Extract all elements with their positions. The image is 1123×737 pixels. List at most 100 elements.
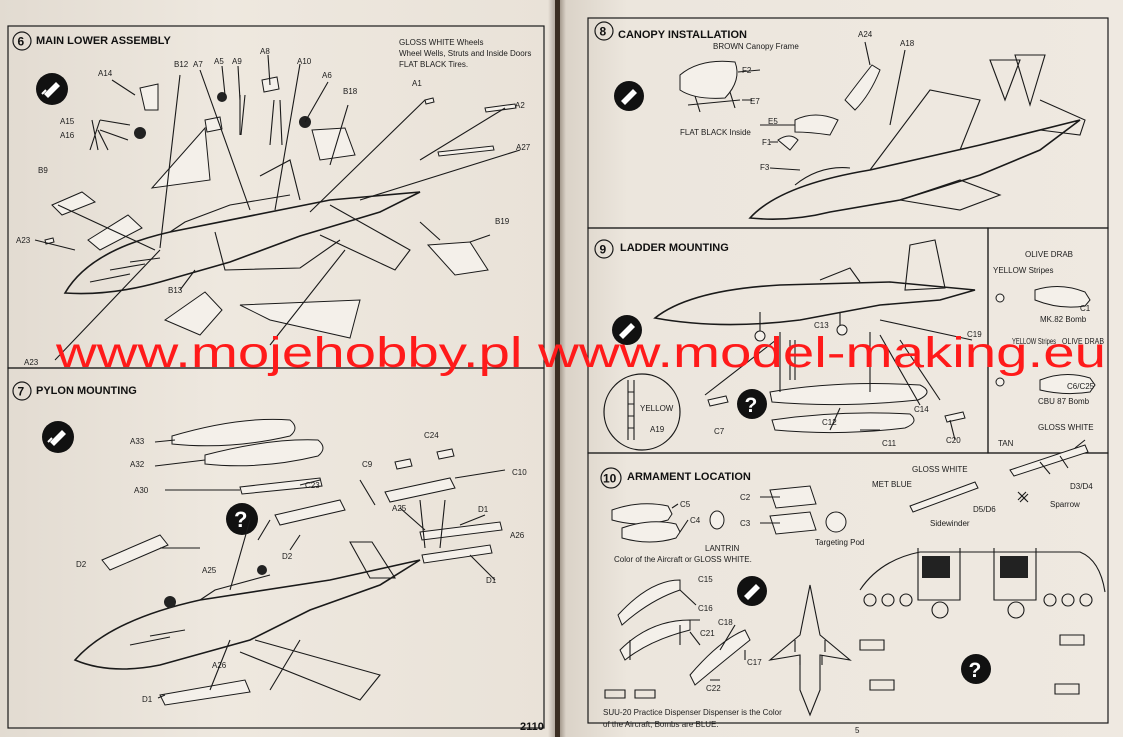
question-icon: ? [737,389,767,419]
note-yellow: YELLOW [640,404,674,413]
note-wheels-3: FLAT BLACK Tires. [399,60,468,69]
part-label: A15 [60,117,75,126]
svg-text:?: ? [234,507,247,532]
glue-icon [36,73,68,105]
part-label: A23 [24,358,39,367]
part-label: A26 [212,661,227,670]
right-page [560,0,1123,737]
note-sidewinder: Sidewinder [930,519,970,528]
glue-icon [612,315,642,345]
part-label: E5 [768,117,778,126]
page-number-right: 5 [855,726,860,735]
step-6-notes: GLOSS WHITE Wheels Wheel Wells, Struts a… [399,38,531,69]
part-label: C24 [424,431,439,440]
note-cbu87: CBU 87 Bomb [1038,397,1090,406]
part-label: C16 [698,604,713,613]
step-6-part-labels: A14 A15 A16 B9 A23 A23 B12 A7 A5 A9 A8 A… [16,47,531,367]
part-label: D2 [76,560,87,569]
label-c6-c25: C6/C25 [1067,382,1095,391]
part-label: C20 [946,436,961,445]
part-label: C14 [914,405,929,414]
part-label: C23 [305,481,320,490]
step-7-title: PYLON MOUNTING [36,385,137,397]
step-8-frame [587,17,1109,229]
step-9-aircraft-drawing [603,239,976,451]
part-label: C10 [512,468,527,477]
part-label: A25 [392,504,407,513]
note-suu20-2: of the Aircraft, Bombs are BLUE. [603,720,719,729]
note-olive-drab-2: OLIVE DRAB [1062,337,1104,346]
note-met-blue: MET BLUE [872,480,912,489]
note-gloss-white-b: GLOSS WHITE [912,465,968,474]
part-label: A7 [193,60,203,69]
step-10-part-labels: C5 C4 C2 C3 C15 C16 C21 C18 C17 C22 [680,493,762,693]
part-label: A32 [130,460,145,469]
note-targeting-pod: Targeting Pod [815,538,864,547]
note-sparrow: Sparrow [1050,500,1080,509]
part-label: D2 [282,552,293,561]
part-label: C13 [814,321,829,330]
question-icon: ? [961,654,991,684]
part-label: A16 [60,131,75,140]
step-8-notes: BROWN Canopy Frame FLAT BLACK Inside [680,42,799,137]
note-olive-drab: OLIVE DRAB [1025,250,1073,259]
step-9-part-labels: C13 C19 C14 C12 C11 C20 C7 A19 [650,321,982,448]
part-label: C5 [680,500,691,509]
part-label: A10 [297,57,312,66]
part-label: C15 [698,575,713,584]
label-d3-d4: D3/D4 [1070,482,1093,491]
part-label: B18 [343,87,358,96]
part-label: E7 [750,97,760,106]
label-c1: C1 [1080,304,1091,313]
part-label: C7 [714,427,725,436]
part-label: C21 [700,629,715,638]
step-10-header: 10 ARMAMENT LOCATION [600,467,751,489]
part-label: A14 [98,69,113,78]
step-7-frame [7,367,545,729]
part-label: B9 [38,166,48,175]
part-label: A9 [232,57,242,66]
step-8-aircraft-drawing [679,41,1086,220]
part-label: A25 [202,566,217,575]
part-label: A5 [214,57,224,66]
step-7-part-labels: A33 A32 A30 A25 D2 D2 C23 C24 C9 C10 A25… [76,431,527,704]
part-label: C12 [822,418,837,427]
note-suu20-1: SUU-20 Practice Dispenser Dispenser is t… [603,708,782,717]
step-7-aircraft-drawing [73,418,506,706]
part-label: C3 [740,519,751,528]
part-label: D1 [486,576,497,585]
note-lantrin-color: Color of the Aircraft or GLOSS WHITE. [614,555,752,564]
step-10-title: ARMAMENT LOCATION [627,471,751,483]
part-label: F3 [760,163,770,172]
part-label: C9 [362,460,373,469]
svg-text:?: ? [969,659,982,682]
part-label: C18 [718,618,733,627]
step-6-header: 6 MAIN LOWER ASSEMBLY [12,31,172,51]
step-9-title: LADDER MOUNTING [620,242,729,254]
part-label: A1 [412,79,422,88]
step-6-number: 6 [18,35,25,49]
part-label: C11 [882,439,897,448]
step-10-frame [587,452,1109,724]
part-label: F2 [742,66,752,75]
step-8-header: 8 CANOPY INSTALLATION [594,21,747,41]
step-9-number: 9 [600,243,607,257]
note-wheels-2: Wheel Wells, Struts and Inside Doors [399,49,531,58]
step-8-part-labels: F2 E7 E5 F1 F3 A24 A18 [742,30,915,172]
book-gutter [548,0,566,737]
part-label: A19 [650,425,665,434]
note-mk82: MK.82 Bomb [1040,315,1087,324]
part-label: A26 [510,531,525,540]
part-label: C22 [706,684,721,693]
glue-icon [737,576,767,606]
step-8-number: 8 [600,25,607,39]
note-yellow-stripes: YELLOW Stripes [993,266,1053,275]
step-10-number: 10 [603,472,617,486]
part-label: D1 [142,695,153,704]
part-label: F1 [762,138,772,147]
question-icon: ? [226,503,258,535]
page-number-left: 2110 [520,721,544,733]
step-6-title: MAIN LOWER ASSEMBLY [36,35,172,47]
